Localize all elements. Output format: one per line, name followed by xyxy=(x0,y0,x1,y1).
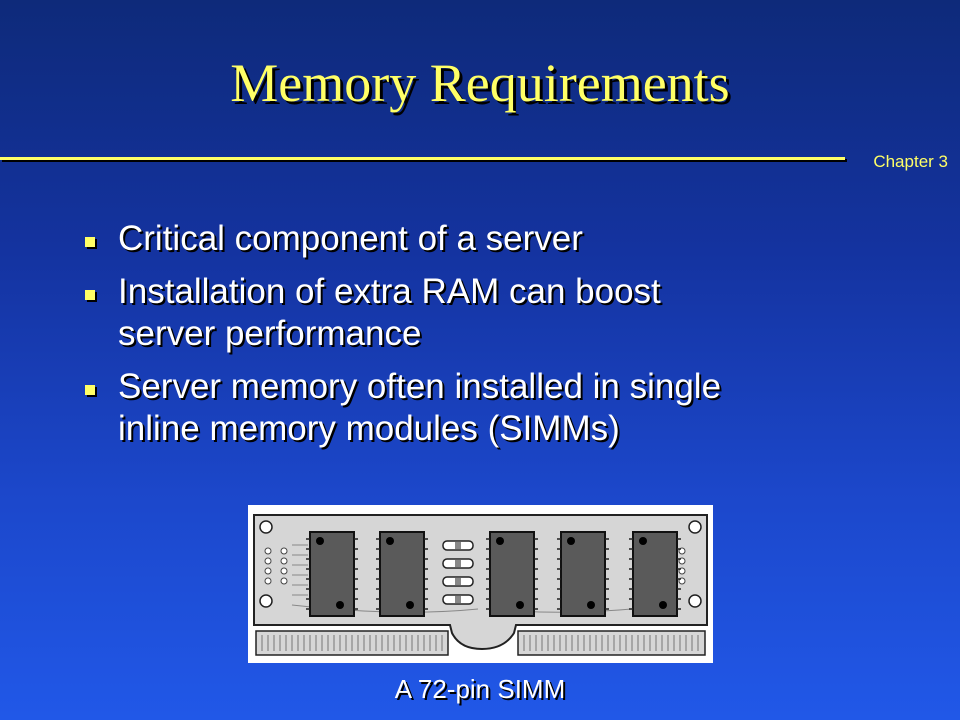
bullet-square-icon xyxy=(85,290,95,300)
bullet-square-icon xyxy=(85,385,95,395)
simm-module-illustration xyxy=(253,514,708,656)
bullet-list: Critical component of a server Installat… xyxy=(85,218,885,461)
bullet-text-continued: inline memory modules (SIMMs) xyxy=(118,409,620,448)
chapter-label: Chapter 3 xyxy=(873,152,948,171)
bullet-text: Critical component of a server xyxy=(118,219,583,258)
bullet-text-continued: server performance xyxy=(118,314,422,353)
bullet-item: Critical component of a server xyxy=(85,218,885,260)
bullet-text: Server memory often installed in single xyxy=(118,367,722,406)
simm-figure xyxy=(248,505,713,663)
bullet-item: Installation of extra RAM can boost serv… xyxy=(85,271,885,355)
bullet-square-icon xyxy=(85,237,95,247)
title-divider xyxy=(0,157,845,160)
slide-title: Memory Requirements xyxy=(230,53,730,113)
memory-chips xyxy=(309,531,678,617)
figure-caption: A 72-pin SIMM xyxy=(394,674,566,704)
bullet-item: Server memory often installed in single … xyxy=(85,366,885,450)
bullet-text: Installation of extra RAM can boost xyxy=(118,272,661,311)
